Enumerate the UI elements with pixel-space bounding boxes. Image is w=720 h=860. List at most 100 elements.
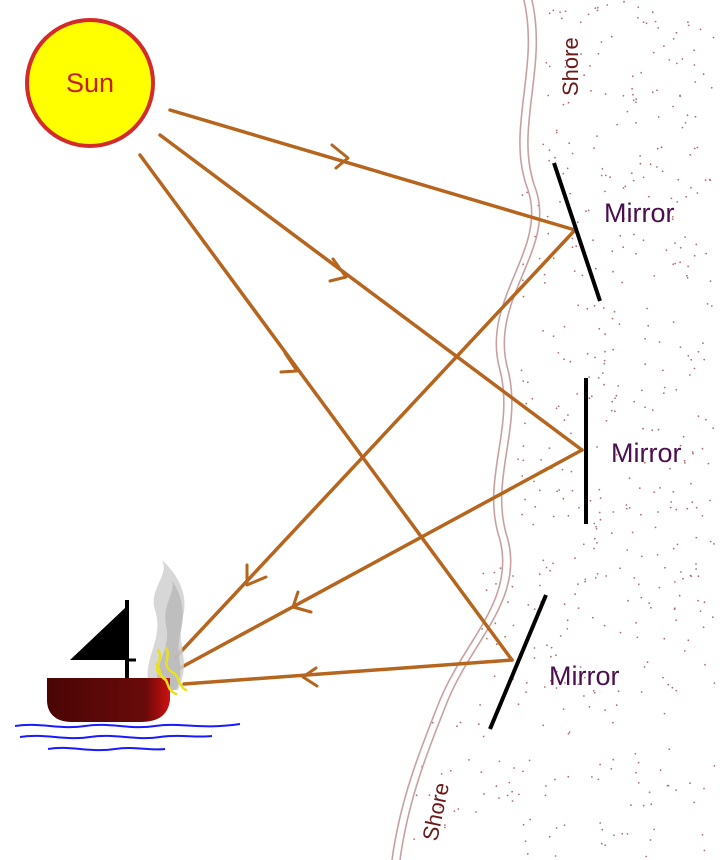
sand-dot (525, 402, 528, 405)
light-rays (138, 108, 584, 686)
water-waves (14, 723, 241, 752)
sand-dot (699, 610, 702, 612)
sand-dot (511, 800, 514, 802)
sand-dot (563, 82, 566, 85)
sand-dot (494, 622, 497, 625)
sand-dot (619, 631, 622, 634)
sand-dot (604, 93, 607, 95)
sand-dot (598, 327, 601, 330)
sand-dot (695, 568, 697, 570)
sand-dot (635, 252, 637, 255)
sand-dot (513, 767, 515, 769)
sand-dot (521, 475, 524, 477)
arrow-icon (301, 666, 319, 688)
sand-dot (682, 577, 684, 580)
sand-dot (633, 400, 636, 403)
sand-dot (477, 723, 480, 726)
sand-dot (705, 418, 707, 421)
sand-dot (672, 547, 675, 550)
sand-dot (527, 604, 530, 606)
sand-dot (574, 557, 576, 559)
sand-dot (453, 810, 456, 812)
sand-dot (627, 599, 629, 602)
sand-dot (712, 427, 714, 429)
sand-dot (642, 427, 644, 430)
sand-dot (690, 358, 693, 361)
sand-dot (546, 644, 548, 647)
sand-dot (713, 682, 716, 684)
sand-dot (581, 274, 584, 277)
sand-dot (642, 239, 645, 242)
sand-dot (601, 828, 604, 831)
sand-dot (548, 149, 551, 152)
sand-dot (693, 49, 695, 52)
sand-dot (495, 785, 498, 788)
sand-dot (431, 721, 434, 724)
sand-dot (594, 267, 597, 270)
sand-dot (587, 13, 590, 16)
sand-dot (645, 855, 648, 858)
sand-dot (632, 179, 635, 182)
sand-dot (637, 583, 640, 586)
sand-dot (687, 354, 690, 357)
sand-dot (468, 759, 470, 761)
sand-dot (663, 637, 666, 640)
sand-dot (520, 369, 523, 372)
sand-dot (640, 596, 643, 599)
sand-dot (626, 833, 629, 835)
sand-dot (679, 261, 681, 264)
sand-dot (619, 234, 622, 237)
sand-dot (596, 6, 599, 9)
sand-dot (693, 801, 695, 804)
smoke-icon (147, 560, 185, 690)
sand-dot (558, 489, 561, 491)
sand-dot (583, 74, 585, 77)
sand-dot (675, 31, 678, 34)
sand-dot (548, 447, 551, 450)
sand-dot (543, 282, 546, 284)
ray-mirror-top-to-boat (173, 228, 577, 660)
sand-dot (639, 155, 641, 157)
sand-dot (635, 122, 637, 124)
sand-dot (676, 543, 679, 546)
sand-dot (703, 358, 706, 361)
sand-dot (600, 174, 603, 177)
sand-dot (672, 105, 674, 108)
sand-dot (651, 429, 654, 432)
sand-dot (538, 257, 541, 260)
sand-dot (702, 342, 704, 345)
sand-dot (612, 721, 614, 724)
sand-dot (456, 725, 458, 728)
sand-dot (659, 769, 662, 772)
sand-dot (659, 487, 661, 489)
sand-dot (599, 763, 601, 766)
sand-dot (511, 585, 514, 588)
sand-dot (650, 803, 653, 806)
sand-dot (663, 45, 665, 47)
sand-dot (522, 380, 525, 382)
sand-dot (567, 101, 570, 104)
sand-dot (642, 176, 645, 179)
sand-dot (439, 806, 442, 809)
sand-dot (522, 823, 525, 826)
sand-dot (684, 121, 687, 124)
sand-dot (572, 78, 575, 80)
sand-dot (552, 335, 555, 338)
sand-dot (662, 392, 665, 394)
sand-dot (674, 242, 676, 245)
sand-dot (675, 508, 678, 511)
sand-dot (644, 363, 647, 366)
sand-dot (483, 793, 485, 795)
sand-dot (555, 129, 558, 132)
sand-dot (626, 110, 629, 113)
sand-dot (525, 681, 528, 684)
sand-dot (695, 506, 698, 509)
sand-dot (604, 174, 607, 177)
mirrors (488, 162, 602, 730)
sand-dot (559, 635, 562, 637)
sand-dot (677, 178, 680, 181)
sand-dot (571, 246, 574, 249)
sand-dot (654, 526, 657, 529)
sand-dot (699, 28, 702, 31)
sand-dot (485, 589, 488, 592)
